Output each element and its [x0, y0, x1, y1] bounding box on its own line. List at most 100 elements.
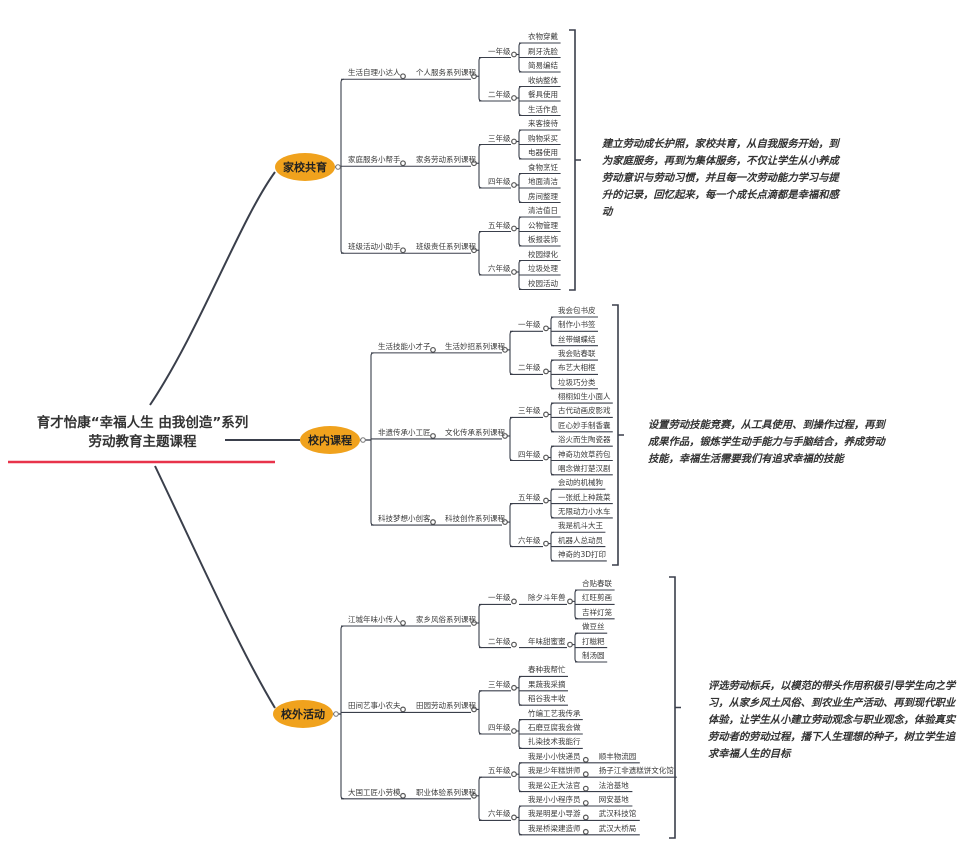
grade-node[interactable]: 三年级: [518, 406, 541, 416]
group-node[interactable]: 家庭服务小帮手: [348, 155, 401, 165]
collapse-toggle-icon[interactable]: [543, 497, 549, 504]
branch-node[interactable]: 校外活动: [273, 700, 333, 728]
course-node[interactable]: 田园劳动系列课程: [416, 701, 476, 711]
collapse-toggle-icon[interactable]: [582, 771, 589, 778]
leaf-node[interactable]: 校园绿化: [528, 249, 558, 259]
collapse-toggle-icon[interactable]: [511, 684, 517, 691]
group-node[interactable]: 大国工匠小劳模: [348, 787, 401, 797]
collapse-toggle-icon[interactable]: [543, 368, 549, 375]
leaf-node[interactable]: 制汤圆: [582, 651, 605, 660]
leaf-node[interactable]: 扎染技术我能行: [528, 737, 581, 747]
leaf-node[interactable]: 稻谷我丰收: [528, 694, 566, 704]
collapse-toggle-icon[interactable]: [511, 182, 517, 188]
group-node[interactable]: 江城年味小传人: [348, 615, 401, 624]
leaf-node[interactable]: 我是桥梁建造师: [528, 823, 581, 833]
grade-node[interactable]: 四年级: [488, 177, 511, 186]
collapse-toggle-icon[interactable]: [511, 95, 517, 101]
leaf-node[interactable]: 神奇功效草药包: [558, 449, 611, 459]
collapse-toggle-icon[interactable]: [511, 269, 517, 275]
collapse-toggle-icon[interactable]: [502, 346, 508, 353]
course-node[interactable]: 科技创作系列课程: [445, 514, 505, 524]
course-node[interactable]: 个人服务系列课程: [416, 68, 476, 78]
grade-node[interactable]: 五年级: [488, 766, 511, 776]
group-node[interactable]: 班级活动小助手: [348, 242, 401, 252]
grade-node[interactable]: 六年级: [518, 535, 541, 545]
grade-node[interactable]: 六年级: [488, 809, 511, 819]
leaf-node[interactable]: 古代动画皮影戏: [558, 406, 611, 416]
collapse-toggle-icon[interactable]: [471, 247, 477, 254]
grade-node[interactable]: 一年级: [518, 320, 541, 330]
leaf-node[interactable]: 浴火而生陶瓷器: [558, 435, 611, 445]
collapse-toggle-icon[interactable]: [543, 454, 549, 461]
leaf-node[interactable]: 收纳整体: [528, 75, 558, 85]
leaf-node[interactable]: 无限动力小水车: [558, 506, 611, 516]
collapse-toggle-icon[interactable]: [511, 814, 517, 821]
group-node[interactable]: 生活技能小才子: [378, 341, 431, 351]
leaf-node[interactable]: 我是机斗大王: [558, 521, 603, 531]
leaf-node[interactable]: 简易编结: [528, 61, 558, 70]
collapse-toggle-icon[interactable]: [471, 620, 477, 626]
collapse-toggle-icon[interactable]: [511, 728, 517, 734]
collapse-toggle-icon[interactable]: [582, 814, 589, 821]
course-node[interactable]: 文化传承系列课程: [445, 427, 505, 437]
place-node[interactable]: 法治基地: [598, 780, 629, 790]
collapse-toggle-icon[interactable]: [567, 641, 573, 648]
branch-node[interactable]: 家校共育: [275, 153, 335, 181]
theme-node[interactable]: 除夕斗年兽: [528, 593, 566, 603]
leaf-node[interactable]: 果蔬我采摘: [528, 679, 566, 689]
grade-node[interactable]: 二年级: [518, 363, 541, 373]
collapse-toggle-icon[interactable]: [543, 411, 549, 418]
grade-node[interactable]: 四年级: [518, 449, 541, 459]
collapse-toggle-icon[interactable]: [471, 792, 477, 799]
leaf-node[interactable]: 我是少年糕饼师: [528, 766, 581, 776]
leaf-node[interactable]: 垃圾巧分类: [558, 377, 596, 387]
collapse-toggle-icon[interactable]: [567, 598, 573, 605]
group-node[interactable]: 非遗传承小工匠: [378, 427, 431, 437]
leaf-node[interactable]: 我是小小快递员: [528, 751, 581, 761]
collapse-toggle-icon[interactable]: [430, 519, 436, 525]
course-node[interactable]: 班级责任系列课程: [416, 242, 476, 252]
collapse-toggle-icon[interactable]: [400, 792, 406, 799]
collapse-toggle-icon[interactable]: [471, 706, 477, 713]
leaf-node[interactable]: 板报装饰: [528, 235, 558, 244]
collapse-toggle-icon[interactable]: [511, 51, 517, 58]
leaf-node[interactable]: 打糍粑: [582, 636, 605, 646]
collapse-toggle-icon[interactable]: [502, 433, 508, 439]
grade-node[interactable]: 一年级: [488, 593, 511, 603]
leaf-node[interactable]: 购物采买: [528, 133, 558, 143]
collapse-toggle-icon[interactable]: [582, 756, 589, 763]
leaf-node[interactable]: 我会包书皮: [558, 306, 596, 315]
leaf-node[interactable]: 生活作息: [528, 104, 558, 114]
collapse-toggle-icon[interactable]: [502, 519, 508, 525]
leaf-node[interactable]: 红旺剪画: [582, 593, 612, 603]
leaf-node[interactable]: 我是明星小导游: [528, 809, 581, 819]
course-node[interactable]: 家务劳动系列课程: [416, 155, 476, 165]
leaf-node[interactable]: 公物管理: [528, 220, 558, 230]
collapse-toggle-icon[interactable]: [400, 160, 406, 167]
leaf-node[interactable]: 栩栩如生小面人: [558, 392, 611, 402]
group-node[interactable]: 生活自理小达人: [348, 68, 401, 78]
collapse-toggle-icon[interactable]: [333, 711, 339, 717]
leaf-node[interactable]: 垃圾处理: [528, 264, 558, 273]
leaf-node[interactable]: 布艺大相框: [558, 363, 596, 373]
collapse-toggle-icon[interactable]: [511, 641, 517, 648]
collapse-toggle-icon[interactable]: [543, 325, 549, 332]
leaf-node[interactable]: 食物烹饪: [528, 162, 558, 172]
leaf-node[interactable]: 吉祥灯笼: [582, 607, 612, 617]
grade-node[interactable]: 四年级: [488, 723, 511, 732]
place-node[interactable]: 扬子江非遗糕饼文化馆: [598, 766, 674, 776]
collapse-toggle-icon[interactable]: [543, 540, 549, 547]
leaf-node[interactable]: 一张纸上种蔬菜: [558, 492, 611, 502]
collapse-toggle-icon[interactable]: [430, 433, 436, 439]
leaf-node[interactable]: 来客接待: [528, 119, 558, 128]
collapse-toggle-icon[interactable]: [511, 225, 517, 232]
leaf-node[interactable]: 竹编工艺我传承: [528, 708, 581, 718]
place-node[interactable]: 武汉大桥局: [598, 823, 637, 833]
grade-node[interactable]: 三年级: [488, 679, 511, 689]
leaf-node[interactable]: 合贴春联: [582, 579, 612, 588]
leaf-node[interactable]: 校园活动: [528, 278, 558, 288]
collapse-toggle-icon[interactable]: [400, 706, 406, 713]
leaf-node[interactable]: 我是小小程序员: [528, 795, 581, 804]
leaf-node[interactable]: 匠心妙手制香囊: [558, 420, 611, 430]
leaf-node[interactable]: 衣物穿戴: [528, 32, 558, 41]
